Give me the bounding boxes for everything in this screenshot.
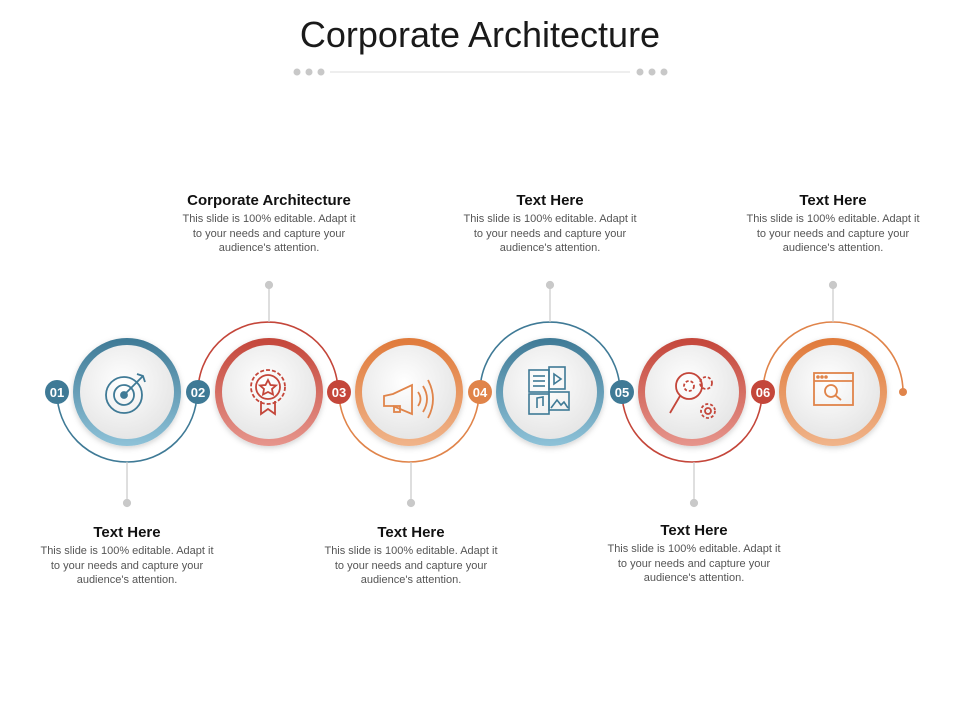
pin-4	[545, 280, 555, 322]
step-6	[779, 338, 887, 446]
step-3-text: Text Here This slide is 100% editable. A…	[311, 524, 511, 588]
svg-text:01: 01	[50, 385, 64, 400]
pin-6	[828, 280, 838, 322]
step-1-heading: Text Here	[93, 524, 161, 541]
step-3-body: This slide is 100% editable. Adapt it to…	[324, 545, 498, 586]
step-number-badge-2: 02	[186, 380, 210, 404]
step-2-text: Corporate Architecture This slide is 100…	[169, 192, 369, 256]
step-number-badge-3: 03	[327, 380, 351, 404]
step-1-body: This slide is 100% editable. Adapt it to…	[40, 545, 214, 586]
pin-1	[122, 462, 132, 508]
svg-text:05: 05	[615, 385, 629, 400]
connector-arc-3	[338, 391, 480, 463]
pin-5	[689, 462, 699, 508]
step-6-body: This slide is 100% editable. Adapt it to…	[746, 213, 920, 254]
megaphone-icon	[383, 379, 434, 419]
connector-arc-5	[621, 391, 763, 463]
step-number-badge-5: 05	[610, 380, 634, 404]
step-2-body: This slide is 100% editable. Adapt it to…	[182, 213, 356, 254]
step-6-heading: Text Here	[799, 192, 867, 209]
step-4	[496, 338, 604, 446]
browser-search-icon	[813, 372, 854, 406]
step-number-badge-6: 06	[751, 380, 775, 404]
pin-3	[406, 462, 416, 508]
step-6-text: Text Here This slide is 100% editable. A…	[733, 192, 933, 256]
svg-text:03: 03	[332, 385, 346, 400]
step-1-text: Text Here This slide is 100% editable. A…	[27, 524, 227, 588]
svg-text:06: 06	[756, 385, 770, 400]
step-number-badge-4: 04	[468, 380, 492, 404]
step-5-body: This slide is 100% editable. Adapt it to…	[607, 543, 781, 584]
connector-arc-2	[197, 321, 339, 393]
media-files-icon	[528, 366, 570, 415]
end-dot	[899, 388, 907, 396]
svg-text:04: 04	[473, 385, 488, 400]
step-3-heading: Text Here	[377, 524, 445, 541]
step-5-heading: Text Here	[660, 522, 728, 539]
step-1	[73, 338, 181, 446]
svg-text:02: 02	[191, 385, 205, 400]
step-2-heading: Corporate Architecture	[187, 192, 351, 209]
step-4-heading: Text Here	[516, 192, 584, 209]
target-icon	[105, 373, 146, 414]
page-title: Corporate Architecture	[299, 14, 661, 55]
pin-2	[264, 280, 274, 322]
step-number-badge-1: 01	[45, 380, 69, 404]
step-2	[215, 338, 323, 446]
step-5	[638, 338, 746, 446]
search-gears-icon	[669, 372, 716, 419]
step-3	[355, 338, 463, 446]
step-4-body: This slide is 100% editable. Adapt it to…	[463, 213, 637, 254]
award-badge-icon	[250, 369, 286, 416]
step-5-text: Text Here This slide is 100% editable. A…	[594, 522, 794, 586]
step-4-text: Text Here This slide is 100% editable. A…	[450, 192, 650, 256]
